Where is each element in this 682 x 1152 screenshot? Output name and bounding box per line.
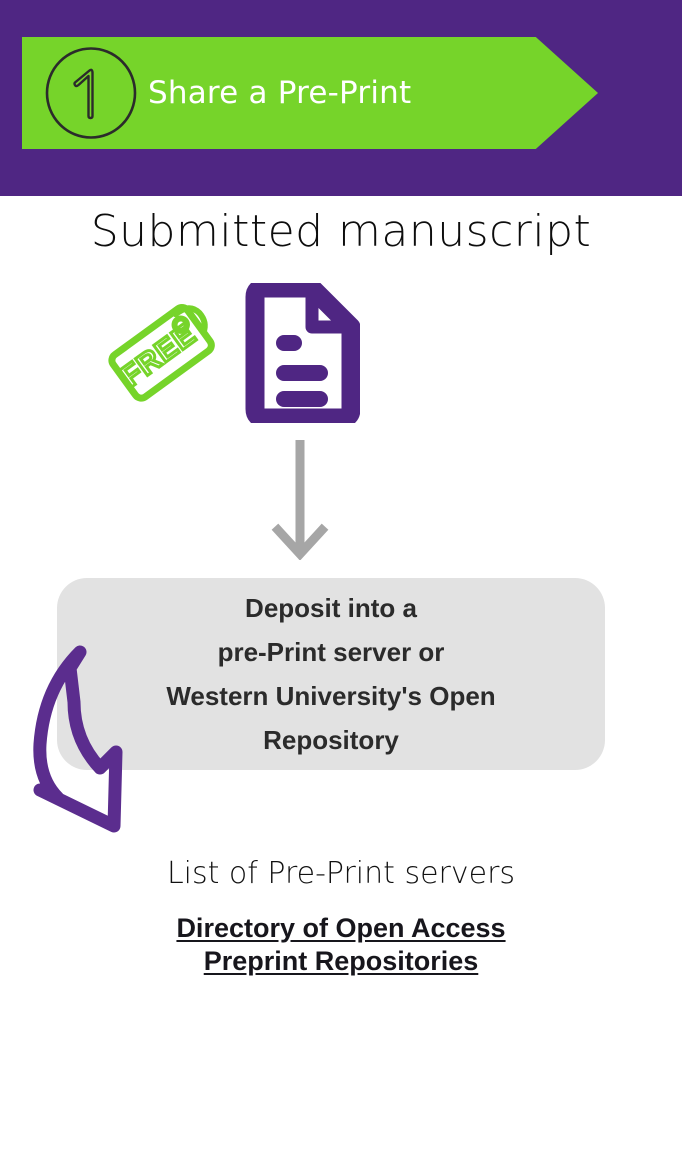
deposit-line-4: Repository — [263, 725, 399, 755]
deposit-line-3: Western University's Open — [166, 681, 496, 711]
directory-link-line-2: Preprint Repositories — [203, 946, 479, 976]
servers-note-text: List of Pre-Print servers — [166, 856, 516, 891]
document-file-icon — [238, 278, 361, 428]
circled-number-one-icon — [44, 46, 138, 140]
deposit-callout-box: Deposit into a pre-Print server or Weste… — [57, 578, 605, 770]
directory-link-line-1: Directory of Open Access — [176, 913, 506, 943]
svg-text:FREE: FREE — [115, 318, 202, 394]
header-band: Share a Pre-Print — [0, 0, 682, 196]
deposit-line-1: Deposit into a — [245, 593, 417, 623]
free-price-tag-icon: FREE — [96, 300, 224, 408]
chevron-banner-icon — [22, 37, 598, 149]
deposit-callout-text: Deposit into a pre-Print server or Weste… — [57, 578, 605, 770]
arrow-down-icon — [270, 438, 330, 561]
deposit-line-2: pre-Print server or — [217, 637, 445, 667]
directory-of-open-access-preprint-repositories-link[interactable]: Directory of Open Access Preprint Reposi… — [0, 912, 682, 978]
step-banner: Share a Pre-Print — [22, 37, 598, 149]
page-title: Submitted manuscript — [90, 206, 592, 257]
step-banner-label: Share a Pre-Print — [148, 75, 412, 111]
icon-row: FREE — [0, 278, 682, 428]
curved-arrow-down-left-icon — [18, 640, 148, 835]
